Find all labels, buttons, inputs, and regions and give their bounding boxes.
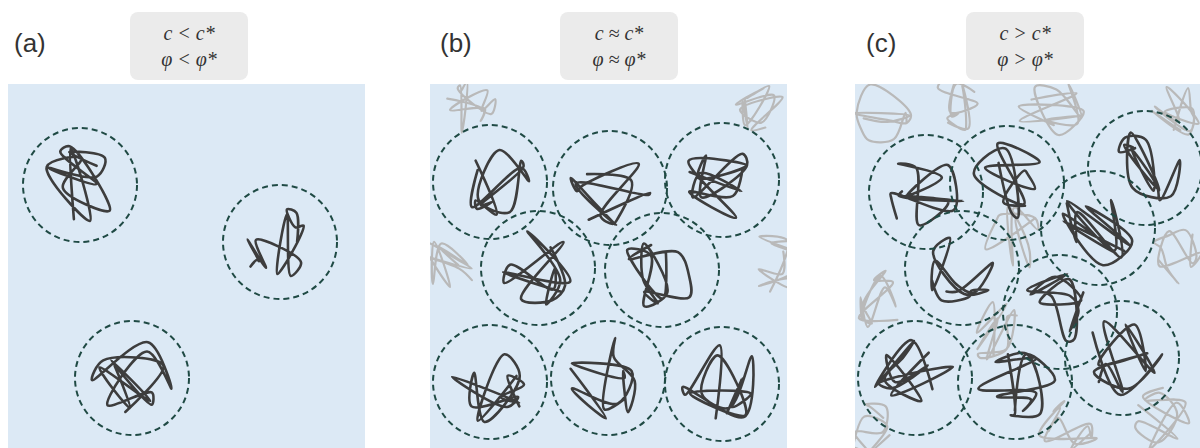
coil-boundary xyxy=(950,126,1064,240)
coil-boundary xyxy=(551,321,665,435)
coil-boundary xyxy=(858,321,972,435)
polymer-coil xyxy=(688,154,747,218)
polymer-coil xyxy=(471,150,529,215)
coil-boundary xyxy=(665,327,779,441)
panel-letter: (b) xyxy=(440,28,472,59)
background-coil xyxy=(1152,87,1199,135)
background-coil xyxy=(1154,230,1200,284)
condition-box: c ≈ c*φ ≈ φ* xyxy=(560,12,678,80)
polymer-coil xyxy=(978,353,1055,417)
coil-boundary xyxy=(75,321,189,435)
condition-text: φ ≈ φ* xyxy=(576,46,662,72)
coil-boundary xyxy=(1065,301,1179,415)
polymer-coil xyxy=(452,354,524,422)
background-coil xyxy=(1039,401,1097,448)
polymer-coil xyxy=(890,164,963,226)
background-coil xyxy=(447,84,495,133)
coil-boundary xyxy=(905,211,1019,325)
solution-panel xyxy=(430,84,787,448)
condition-text: φ < φ* xyxy=(146,46,232,72)
polymer-coil xyxy=(47,146,111,221)
polymer-coil xyxy=(92,342,172,412)
polymer-group xyxy=(23,128,337,435)
polymer-coil xyxy=(247,209,303,276)
condition-text: c < c* xyxy=(146,20,232,46)
panel-letter: (a) xyxy=(14,28,46,59)
condition-text: c ≈ c* xyxy=(576,20,662,46)
polymer-group xyxy=(430,84,787,441)
polymer-coil xyxy=(1119,133,1180,201)
background-coil xyxy=(430,242,472,287)
condition-text: φ > φ* xyxy=(982,46,1068,72)
background-coil xyxy=(859,271,898,327)
coil-boundary xyxy=(1003,255,1117,369)
coil-boundary xyxy=(433,125,547,239)
coil-boundary xyxy=(1088,111,1200,225)
panel-letter: (c) xyxy=(866,28,896,59)
polymer-coil xyxy=(571,163,650,225)
background-coil xyxy=(759,236,787,292)
coil-boundary xyxy=(433,325,547,439)
background-coil xyxy=(736,86,783,131)
coil-boundary xyxy=(481,211,595,325)
polymer-coil xyxy=(682,345,753,418)
polymer-coil xyxy=(571,338,636,418)
coil-boundary xyxy=(665,123,779,237)
coil-boundary xyxy=(869,135,983,249)
coil-boundary xyxy=(958,325,1072,439)
polymer-group xyxy=(855,84,1200,448)
background-coil xyxy=(855,84,911,142)
background-coil xyxy=(1135,388,1189,448)
polymer-coil xyxy=(875,340,953,401)
coil-boundary xyxy=(553,131,667,245)
background-coil xyxy=(938,84,978,130)
coil-boundary xyxy=(223,185,337,299)
coil-boundary xyxy=(23,128,137,242)
solution-panel xyxy=(8,84,365,448)
polymer-coil xyxy=(1063,200,1132,265)
polymer-coil xyxy=(627,244,691,307)
polymer-coil xyxy=(1093,321,1163,395)
polymer-coil xyxy=(974,143,1040,218)
polymer-coil xyxy=(503,231,570,304)
background-coil xyxy=(977,302,1017,359)
coil-boundary xyxy=(605,213,719,327)
condition-box: c > c*φ > φ* xyxy=(966,12,1084,80)
polymer-coil xyxy=(1027,274,1083,342)
condition-box: c < c*φ < φ* xyxy=(130,12,248,80)
condition-text: c > c* xyxy=(982,20,1068,46)
coil-boundary xyxy=(1041,171,1155,285)
background-coil xyxy=(1019,84,1084,135)
